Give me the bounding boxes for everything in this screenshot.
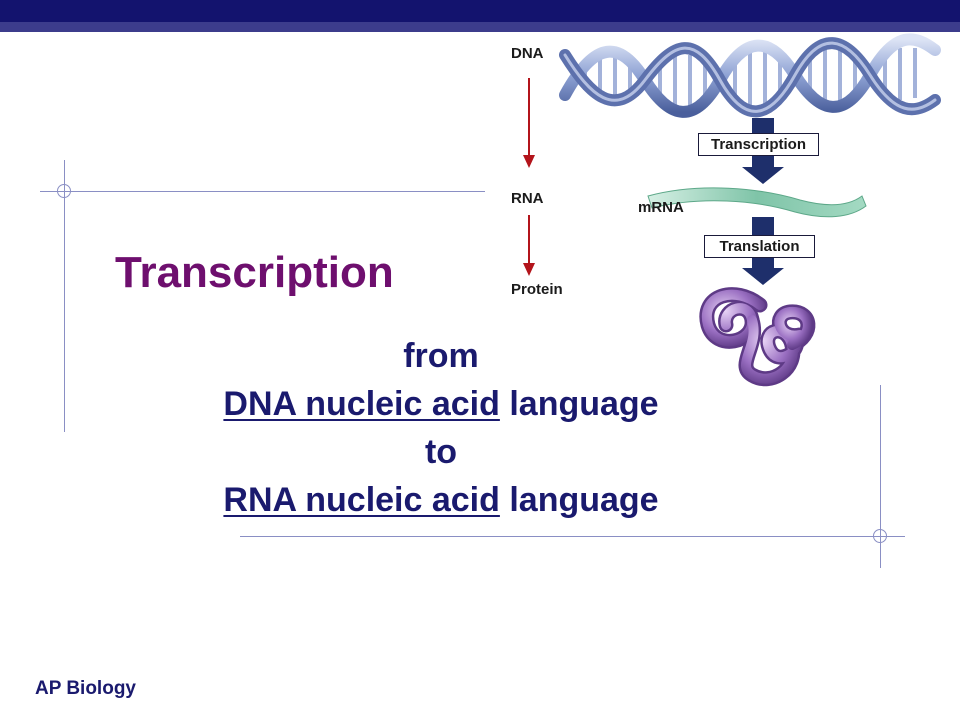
guide-line-left — [64, 160, 65, 432]
translation-box: Translation — [704, 235, 815, 258]
subtitle-line-rna-rest: language — [499, 481, 659, 519]
red-arrows — [523, 78, 535, 276]
transcription-box: Transcription — [698, 133, 819, 156]
dna-nucleic-acid-link[interactable]: DNA nucleic acid — [223, 385, 500, 423]
label-dna: DNA — [511, 45, 544, 62]
slide-subtitle: from DNA nucleic acid language to RNA nu… — [186, 332, 696, 524]
subtitle-line-rna: RNA nucleic acid language — [186, 476, 696, 524]
crosshair-top-left-icon — [57, 184, 71, 198]
block-arrows — [742, 118, 784, 285]
rna-nucleic-acid-link[interactable]: RNA nucleic acid — [223, 481, 500, 519]
guide-line-right — [880, 385, 881, 568]
guide-line-bottom — [240, 536, 905, 537]
footer-course-label: AP Biology — [35, 678, 136, 699]
protein-blob — [699, 287, 816, 387]
header-bar-accent — [0, 22, 960, 32]
subtitle-line-to: to — [424, 433, 458, 471]
header-bar — [0, 0, 960, 22]
label-mrna: mRNA — [638, 199, 684, 216]
crosshair-bottom-right-icon — [873, 529, 887, 543]
subtitle-line-dna: DNA nucleic acid language — [186, 380, 696, 428]
guide-line-top — [40, 191, 485, 192]
subtitle-line-dna-rest: language — [499, 385, 659, 423]
subtitle-line-from: from — [403, 337, 479, 375]
label-rna: RNA — [511, 190, 544, 207]
dna-helix — [559, 33, 941, 118]
mrna-ribbon — [647, 187, 867, 218]
label-protein: Protein — [511, 281, 563, 298]
slide-title: Transcription — [115, 248, 394, 297]
